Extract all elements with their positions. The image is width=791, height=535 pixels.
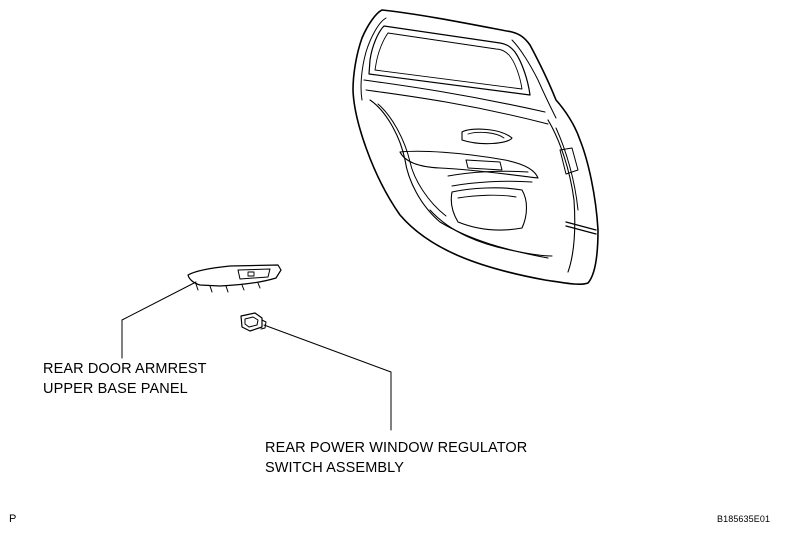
label-armrest-line-2: UPPER BASE PANEL: [43, 381, 188, 397]
armrest-upper-base-panel-part: [187, 264, 282, 293]
rear-door-illustration: [352, 9, 599, 286]
figure-code: B185635E01: [717, 514, 771, 524]
view-letter: P: [9, 513, 17, 525]
label-switch-line-1: REAR POWER WINDOW REGULATOR: [265, 440, 528, 456]
label-rear-power-window-regulator-switch: REAR POWER WINDOW REGULATOR SWITCH ASSEMB…: [265, 438, 527, 478]
leader-line-switch: [263, 324, 392, 431]
label-rear-door-armrest-upper-base-panel: REAR DOOR ARMREST UPPER BASE PANEL: [43, 359, 207, 399]
leader-line-armrest: [121, 281, 197, 359]
label-switch-line-2: SWITCH ASSEMBLY: [265, 460, 405, 476]
label-armrest-line-1: REAR DOOR ARMREST: [43, 361, 207, 377]
window-regulator-switch-part: [240, 312, 267, 332]
